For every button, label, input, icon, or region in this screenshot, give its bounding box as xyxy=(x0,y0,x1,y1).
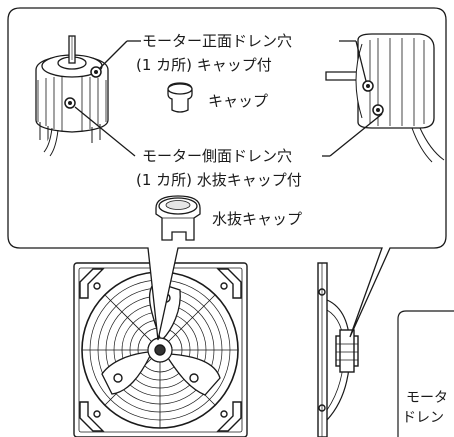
cropped-note-box xyxy=(397,310,454,437)
cropped-note-line1: モータ xyxy=(406,390,448,406)
front-drain-label-line2: (1 カ所) キャップ付 xyxy=(136,56,272,74)
cap-label: キャップ xyxy=(208,92,269,110)
side-drain-label-line2: (1 カ所) 水抜キャップ付 xyxy=(136,171,302,189)
drain-cap-illustration xyxy=(155,195,201,241)
leader-lines xyxy=(74,40,383,157)
cap-illustration xyxy=(167,82,193,113)
front-drain-label-line1: モーター正面ドレン穴 xyxy=(142,32,293,50)
callout-bubble xyxy=(7,7,447,341)
motor-front-illustration xyxy=(35,35,109,157)
cropped-note-line2: ドレン xyxy=(402,410,444,426)
drain-cap-label: 水抜キャップ xyxy=(212,210,303,228)
fan-side-view xyxy=(317,262,359,437)
side-drain-label-line1: モーター側面ドレン穴 xyxy=(142,147,293,165)
